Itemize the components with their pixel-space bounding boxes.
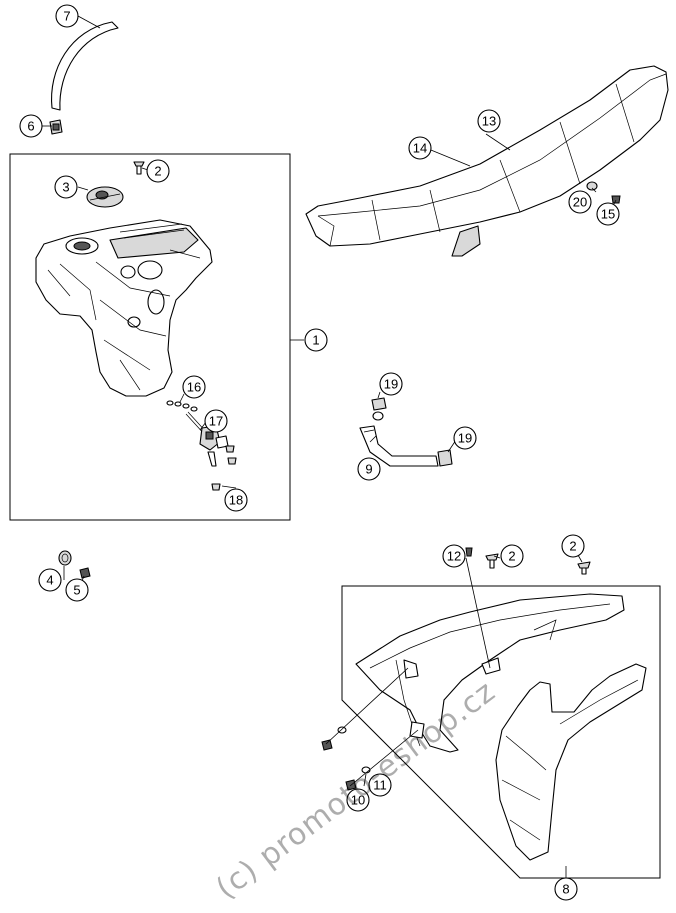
tap-screws: [211, 445, 237, 491]
svg-text:14: 14: [413, 141, 427, 156]
tank-cap: [86, 186, 124, 208]
svg-text:17: 17: [209, 414, 223, 429]
cover-screw-2a: [485, 553, 499, 569]
hose-clamp-upper: [371, 397, 387, 421]
svg-text:8: 8: [562, 882, 569, 897]
callout-5: 5: [65, 578, 89, 602]
svg-text:19: 19: [384, 377, 398, 392]
svg-text:20: 20: [573, 195, 587, 210]
callout-3: 3: [54, 175, 78, 199]
watermark-text: (c) promoto-eshop.cz: [210, 674, 502, 906]
callout-18: 18: [224, 488, 248, 512]
callout-2-cover-b: 2: [561, 534, 585, 558]
callout-7: 7: [55, 4, 79, 28]
svg-text:16: 16: [187, 380, 201, 395]
seat: [305, 65, 669, 257]
callout-14: 14: [408, 136, 432, 160]
callout-19-upper: 19: [379, 372, 403, 396]
callout-13: 13: [477, 109, 501, 133]
fuel-tank: [35, 219, 213, 397]
svg-text:3: 3: [62, 180, 69, 195]
cover-screw-2b: [577, 561, 591, 575]
svg-text:6: 6: [27, 119, 34, 134]
breather-hose: [50, 21, 119, 111]
side-cover-group-frame: [341, 585, 661, 879]
tank-screw: [133, 161, 145, 175]
svg-text:19: 19: [458, 431, 472, 446]
svg-text:15: 15: [601, 207, 615, 222]
svg-text:7: 7: [63, 9, 70, 24]
svg-text:1: 1: [312, 333, 319, 348]
vent-hose: [359, 425, 439, 467]
bushing: [58, 550, 72, 566]
check-valve: [49, 119, 63, 135]
front-side-cover: [495, 663, 647, 861]
svg-text:18: 18: [229, 493, 243, 508]
callout-8: 8: [554, 877, 578, 901]
svg-text:2: 2: [508, 549, 515, 564]
collar-screw: [79, 567, 91, 579]
callout-2-tank: 2: [146, 159, 170, 183]
cover-screw-12: [465, 547, 473, 557]
callout-1: 1: [304, 328, 328, 352]
callout-12: 12: [442, 544, 466, 568]
cover-screw-left: [321, 726, 347, 751]
svg-text:12: 12: [447, 549, 461, 564]
svg-text:11: 11: [373, 778, 387, 793]
fuel-tank-group-frame: [9, 153, 291, 521]
svg-text:2: 2: [569, 539, 576, 554]
hose-clamp-lower: [437, 449, 453, 467]
rear-side-cover: [355, 593, 625, 753]
callout-11: 11: [368, 773, 392, 797]
seat-screw: [611, 195, 621, 204]
callout-6: 6: [19, 114, 43, 138]
svg-text:13: 13: [482, 114, 496, 129]
callout-9: 9: [357, 457, 381, 481]
callout-16: 16: [182, 375, 206, 399]
callout-15: 15: [596, 202, 620, 226]
callout-2-cover-a: 2: [500, 544, 524, 568]
seat-spacer: [586, 181, 598, 191]
svg-text:10: 10: [351, 793, 365, 808]
callout-19-lower: 19: [453, 426, 477, 450]
o-rings: [166, 400, 198, 412]
callout-20: 20: [568, 190, 592, 214]
svg-text:5: 5: [73, 583, 80, 598]
callout-10: 10: [346, 788, 370, 812]
svg-text:2: 2: [154, 164, 161, 179]
callout-4: 4: [38, 568, 62, 592]
callout-17: 17: [204, 409, 228, 433]
svg-text:4: 4: [46, 573, 53, 588]
svg-text:9: 9: [365, 462, 372, 477]
